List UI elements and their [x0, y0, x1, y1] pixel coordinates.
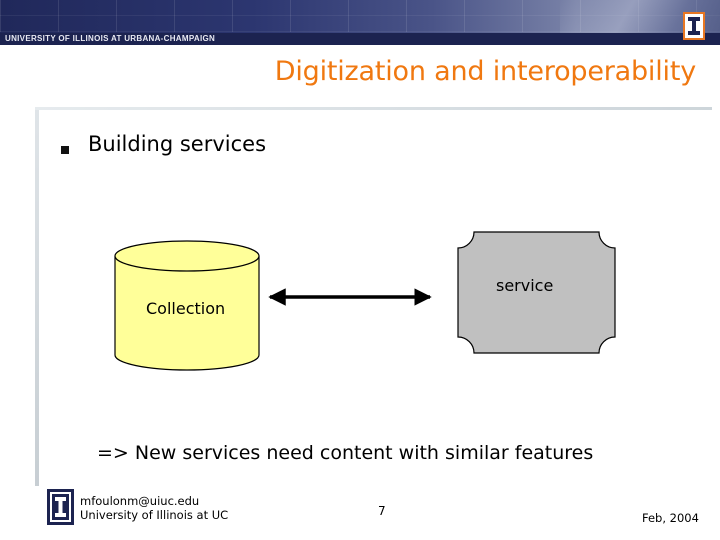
footer-date: Feb, 2004 — [642, 511, 699, 525]
header-pattern — [0, 0, 720, 32]
footer-contact: mfoulonm@uiuc.edu University of Illinois… — [80, 494, 228, 522]
conclusion-text: => New services need content with simila… — [97, 442, 594, 464]
page-number: 7 — [378, 504, 386, 518]
university-name: UNIVERSITY OF ILLINOIS AT URBANA-CHAMPAI… — [5, 34, 216, 43]
bullet-text: Building services — [88, 132, 267, 156]
header-strip — [0, 33, 720, 45]
collection-cylinder — [114, 240, 260, 371]
footer-affiliation: University of Illinois at UC — [80, 508, 229, 522]
footer-email: mfoulonm@uiuc.edu — [80, 494, 200, 508]
collection-label: Collection — [146, 299, 226, 318]
illinois-block-i-icon — [683, 12, 705, 40]
title-rule — [35, 107, 712, 110]
header-banner: UNIVERSITY OF ILLINOIS AT URBANA-CHAMPAI… — [0, 0, 720, 45]
slide-title: Digitization and interoperability — [274, 56, 696, 87]
service-plaque — [457, 231, 616, 354]
illinois-block-i-icon — [47, 489, 74, 525]
service-label: service — [496, 276, 554, 295]
bullet-square-icon — [61, 146, 69, 154]
left-rule — [35, 110, 39, 486]
